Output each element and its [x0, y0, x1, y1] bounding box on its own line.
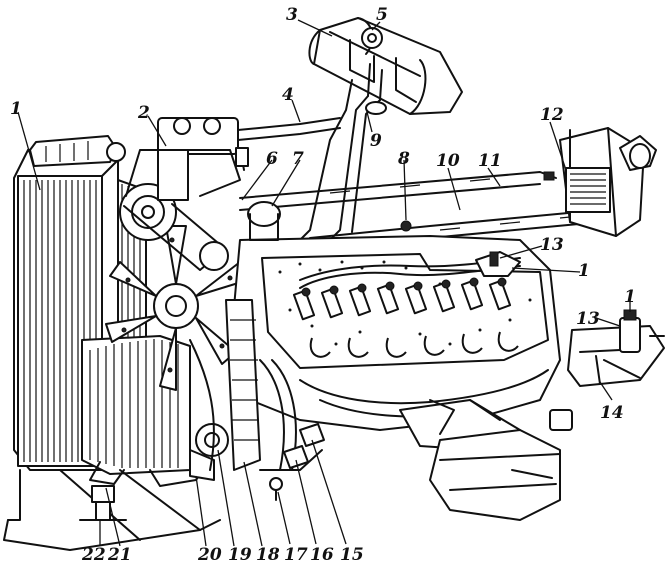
label-9: 9	[370, 131, 382, 151]
label-1-inset: 1	[624, 287, 636, 307]
label-4: 4	[282, 85, 294, 105]
air-filter	[308, 17, 463, 115]
label-13-inset: 13	[576, 309, 600, 329]
label-1-main: 1	[578, 261, 590, 281]
label-13-main: 13	[540, 235, 564, 255]
thermostat-detail-inset	[567, 309, 665, 387]
label-1-radiator: 1	[10, 99, 22, 119]
label-12: 12	[540, 105, 564, 125]
radiator	[13, 135, 126, 471]
label-3: 3	[286, 5, 298, 25]
label-19: 19	[228, 545, 252, 565]
exhaust-pipe-and-cleaner	[239, 127, 657, 251]
water-pump-and-hoses	[189, 299, 325, 501]
engine-block	[231, 201, 573, 521]
label-20: 20	[197, 545, 222, 565]
compressor-and-pulleys	[119, 117, 249, 271]
label-17: 17	[284, 545, 308, 565]
label-14: 14	[600, 403, 624, 423]
label-22: 22	[81, 545, 106, 565]
label-2: 2	[137, 103, 150, 123]
label-6: 6	[266, 149, 278, 169]
leader-lines	[17, 19, 631, 547]
label-16: 16	[310, 545, 334, 565]
label-15: 15	[340, 545, 364, 565]
label-8: 8	[397, 149, 410, 169]
intake-pipes	[237, 79, 387, 241]
label-11: 11	[478, 151, 502, 171]
label-21: 21	[107, 545, 132, 565]
part-labels: 1 2 3 5 4 9 6 7 8 10 11 12 13 1 1 13 14 …	[10, 5, 636, 565]
label-7: 7	[292, 149, 304, 169]
label-10: 10	[436, 151, 460, 171]
label-5: 5	[376, 5, 388, 25]
label-18: 18	[256, 545, 280, 565]
